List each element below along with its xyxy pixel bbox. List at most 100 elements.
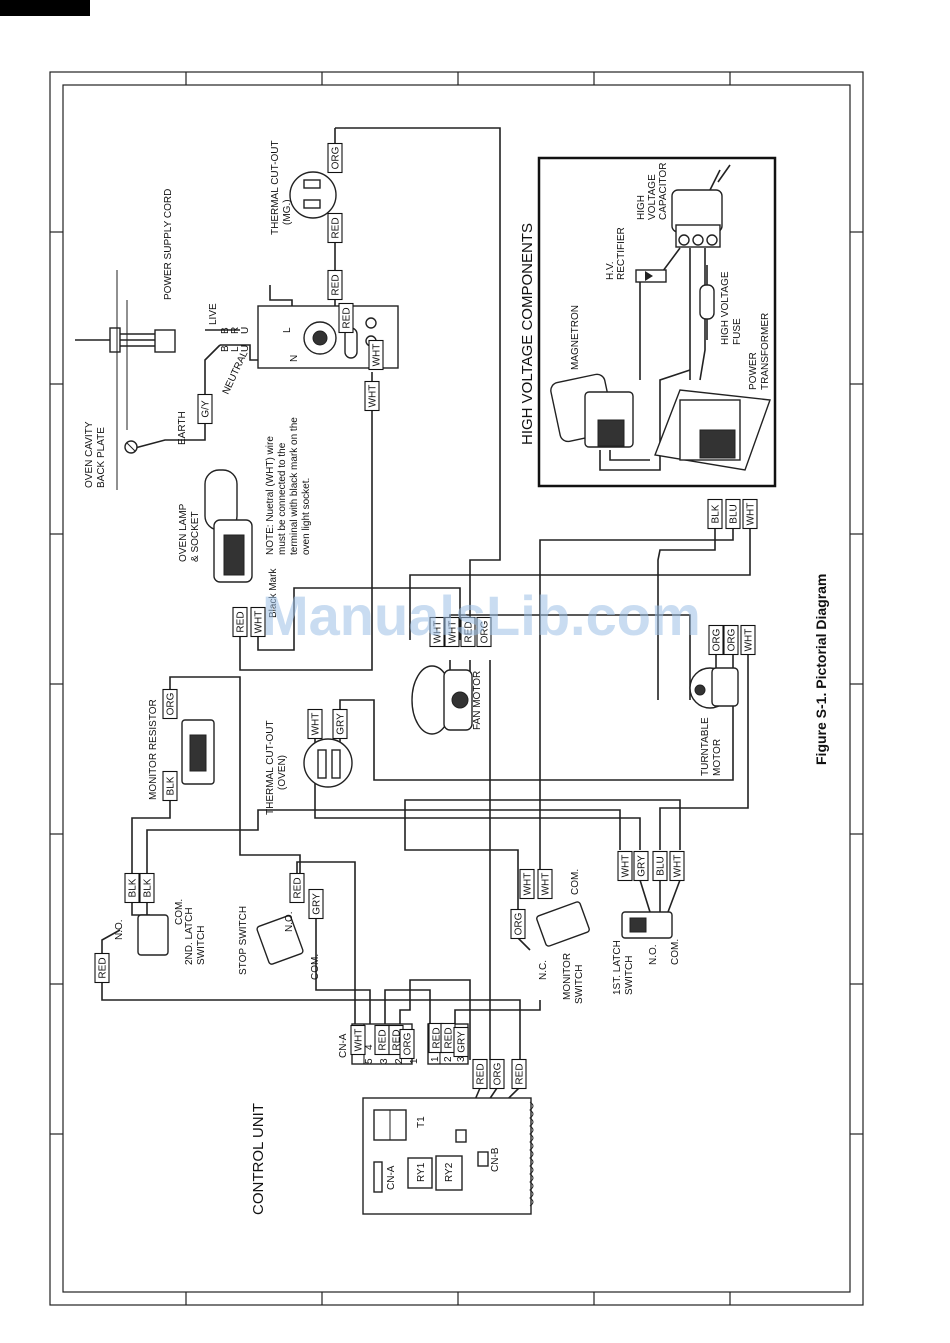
monitor-switch-label-2: SWITCH [574,965,585,1004]
wire-tag-text: BLK [128,878,139,897]
power-transformer [654,389,771,471]
magnetron [550,373,634,448]
wire-tag-text: RED [392,1029,403,1050]
wire-tag-gry-th: GRY [332,708,348,740]
wire-tag-text: WHT [673,855,684,878]
latch1-label-2: SWITCH [624,956,635,995]
wire-tag-blk-tr: BLK [707,498,723,530]
hv-fuse-label-2: FUSE [732,318,743,345]
wire-tag-wht-nf2: WHT [364,380,380,412]
wire-tag-text: GRY [457,1031,468,1053]
latch-switch-1 [621,911,673,939]
wire-tag-text: ORG [331,146,342,169]
wire-tag-text: WHT [541,873,552,896]
wire-tag-blu-l1: BLU [652,850,668,882]
wire-tag-text: ORG [166,692,177,715]
wire-tag-org-tt2: ORG [723,624,739,656]
ry2-label: RY2 [444,1162,455,1182]
wire-tag-blu-tr: BLU [725,498,741,530]
wire-tag-text: WHT [523,873,534,896]
wire-tag-red-cu2: RED [511,1058,527,1090]
hv-capacitor-label-1: HIGH [636,195,647,220]
note-line-1: NOTE: Nuetral (WHT) wire [265,436,276,555]
hv-capacitor-label-2: VOLTAGE [647,174,658,220]
wire-tag-text: G/Y [201,400,212,418]
wire-tag-text: RED [515,1063,526,1084]
turntable-motor [689,667,739,709]
oven-cavity-label-2: BACK PLATE [96,427,107,488]
stop-switch-no-label: N.O. [284,911,295,932]
cn-b-pin-3: 3 [456,1056,467,1062]
latch-switch-2 [137,914,169,956]
wire-tag-gry-cnb: GRY [453,1026,469,1058]
wire-tag-text: RED [464,621,475,642]
wire-tag-text: WHT [433,621,444,644]
wire-tag-text: WHT [368,385,379,408]
hv-fuse [699,265,715,340]
wire-tag-text: RED [331,274,342,295]
wire-tag-wht-l1: WHT [617,850,633,882]
noise-filter-n-label: N [289,355,300,362]
wire-tag-text: RED [342,307,353,328]
wire-tag-red-ss: RED [289,872,305,904]
latch2-no-label: N.O. [114,919,125,940]
wire-tag-red-l2: RED [94,952,110,984]
wire-tag-wht-ms2: WHT [537,868,553,900]
wire-tag-blk-res: BLK [162,770,178,802]
wire-tag-wht-lamp: WHT [250,606,266,638]
latch2-com-label: COM. [174,899,185,925]
hv-capacitor-label-3: CAPACITOR [658,163,669,220]
plug-letter-r: R [230,327,241,334]
wire-tag-wht-fan: WHT [429,616,445,648]
wire-tag-text: RED [236,611,247,632]
latch1-no-label: N.O. [648,944,659,965]
control-unit [362,1097,534,1215]
cn-b-pin-1: 1 [430,1056,441,1062]
wire-tag-text: WHT [744,629,755,652]
magnetron-label: MAGNETRON [570,305,581,370]
wire-tag-wht-cna: WHT [350,1024,366,1056]
page-frame [49,71,864,1306]
wire-tag-wht-fan2: WHT [444,616,460,648]
monitor-resistor [181,719,215,785]
wire-tag-red-cnb2: RED [440,1022,456,1054]
wire-tag-red-cu: RED [472,1058,488,1090]
plug-letter-b2: B [220,345,231,352]
thermal-cutout-mg [289,171,337,219]
thermal-cutout-oven-label-1: THERMAL CUT-OUT [265,720,276,815]
wire-tag-blk-l2a: BLK [124,872,140,904]
wire-tag-gry-ss: GRY [308,888,324,920]
plug-letter-u2: U [240,345,251,352]
note-line-3: terminal with black mark on the [289,417,300,555]
wire-tag-wht-ms: WHT [519,868,535,900]
earth-label: EARTH [177,411,188,445]
wire-tag-wht-nf: WHT [368,339,384,371]
power-supply-cord [109,270,176,490]
hv-rectifier [635,269,667,283]
page-corner-tab [0,0,90,16]
hv-rectifier-label-1: H.V. [605,261,616,280]
fan-motor [411,665,473,735]
earth-screw [124,440,138,454]
wire-tag-text: GRY [637,855,648,877]
wire-tag-text: GRY [336,713,347,735]
wire-tag-org-cu: ORG [489,1058,505,1090]
wiring [75,127,751,1141]
plug-letter-u: U [240,327,251,334]
hv-capacitor [671,189,723,248]
wire-tag-text: ORG [403,1032,414,1055]
control-cn-a-label: CN-A [386,1165,397,1190]
black-mark-label: Black Mark [268,568,279,618]
wire-tag-wht-l1b: WHT [669,850,685,882]
neutral-label: NEUTRAL [221,349,251,396]
monitor-resistor-label: MONITOR RESISTOR [148,699,159,800]
oven-lamp-label-1: OVEN LAMP [178,503,189,562]
wire-tag-text: BLU [656,856,667,875]
stop-switch-com-label: COM. [310,954,321,980]
wire-tag-text: RED [444,1027,455,1048]
hv-fuse-label-1: HIGH VOLTAGE [720,271,731,345]
wire-tag-text: RED [378,1029,389,1050]
plug-letter-l: L [230,346,241,352]
